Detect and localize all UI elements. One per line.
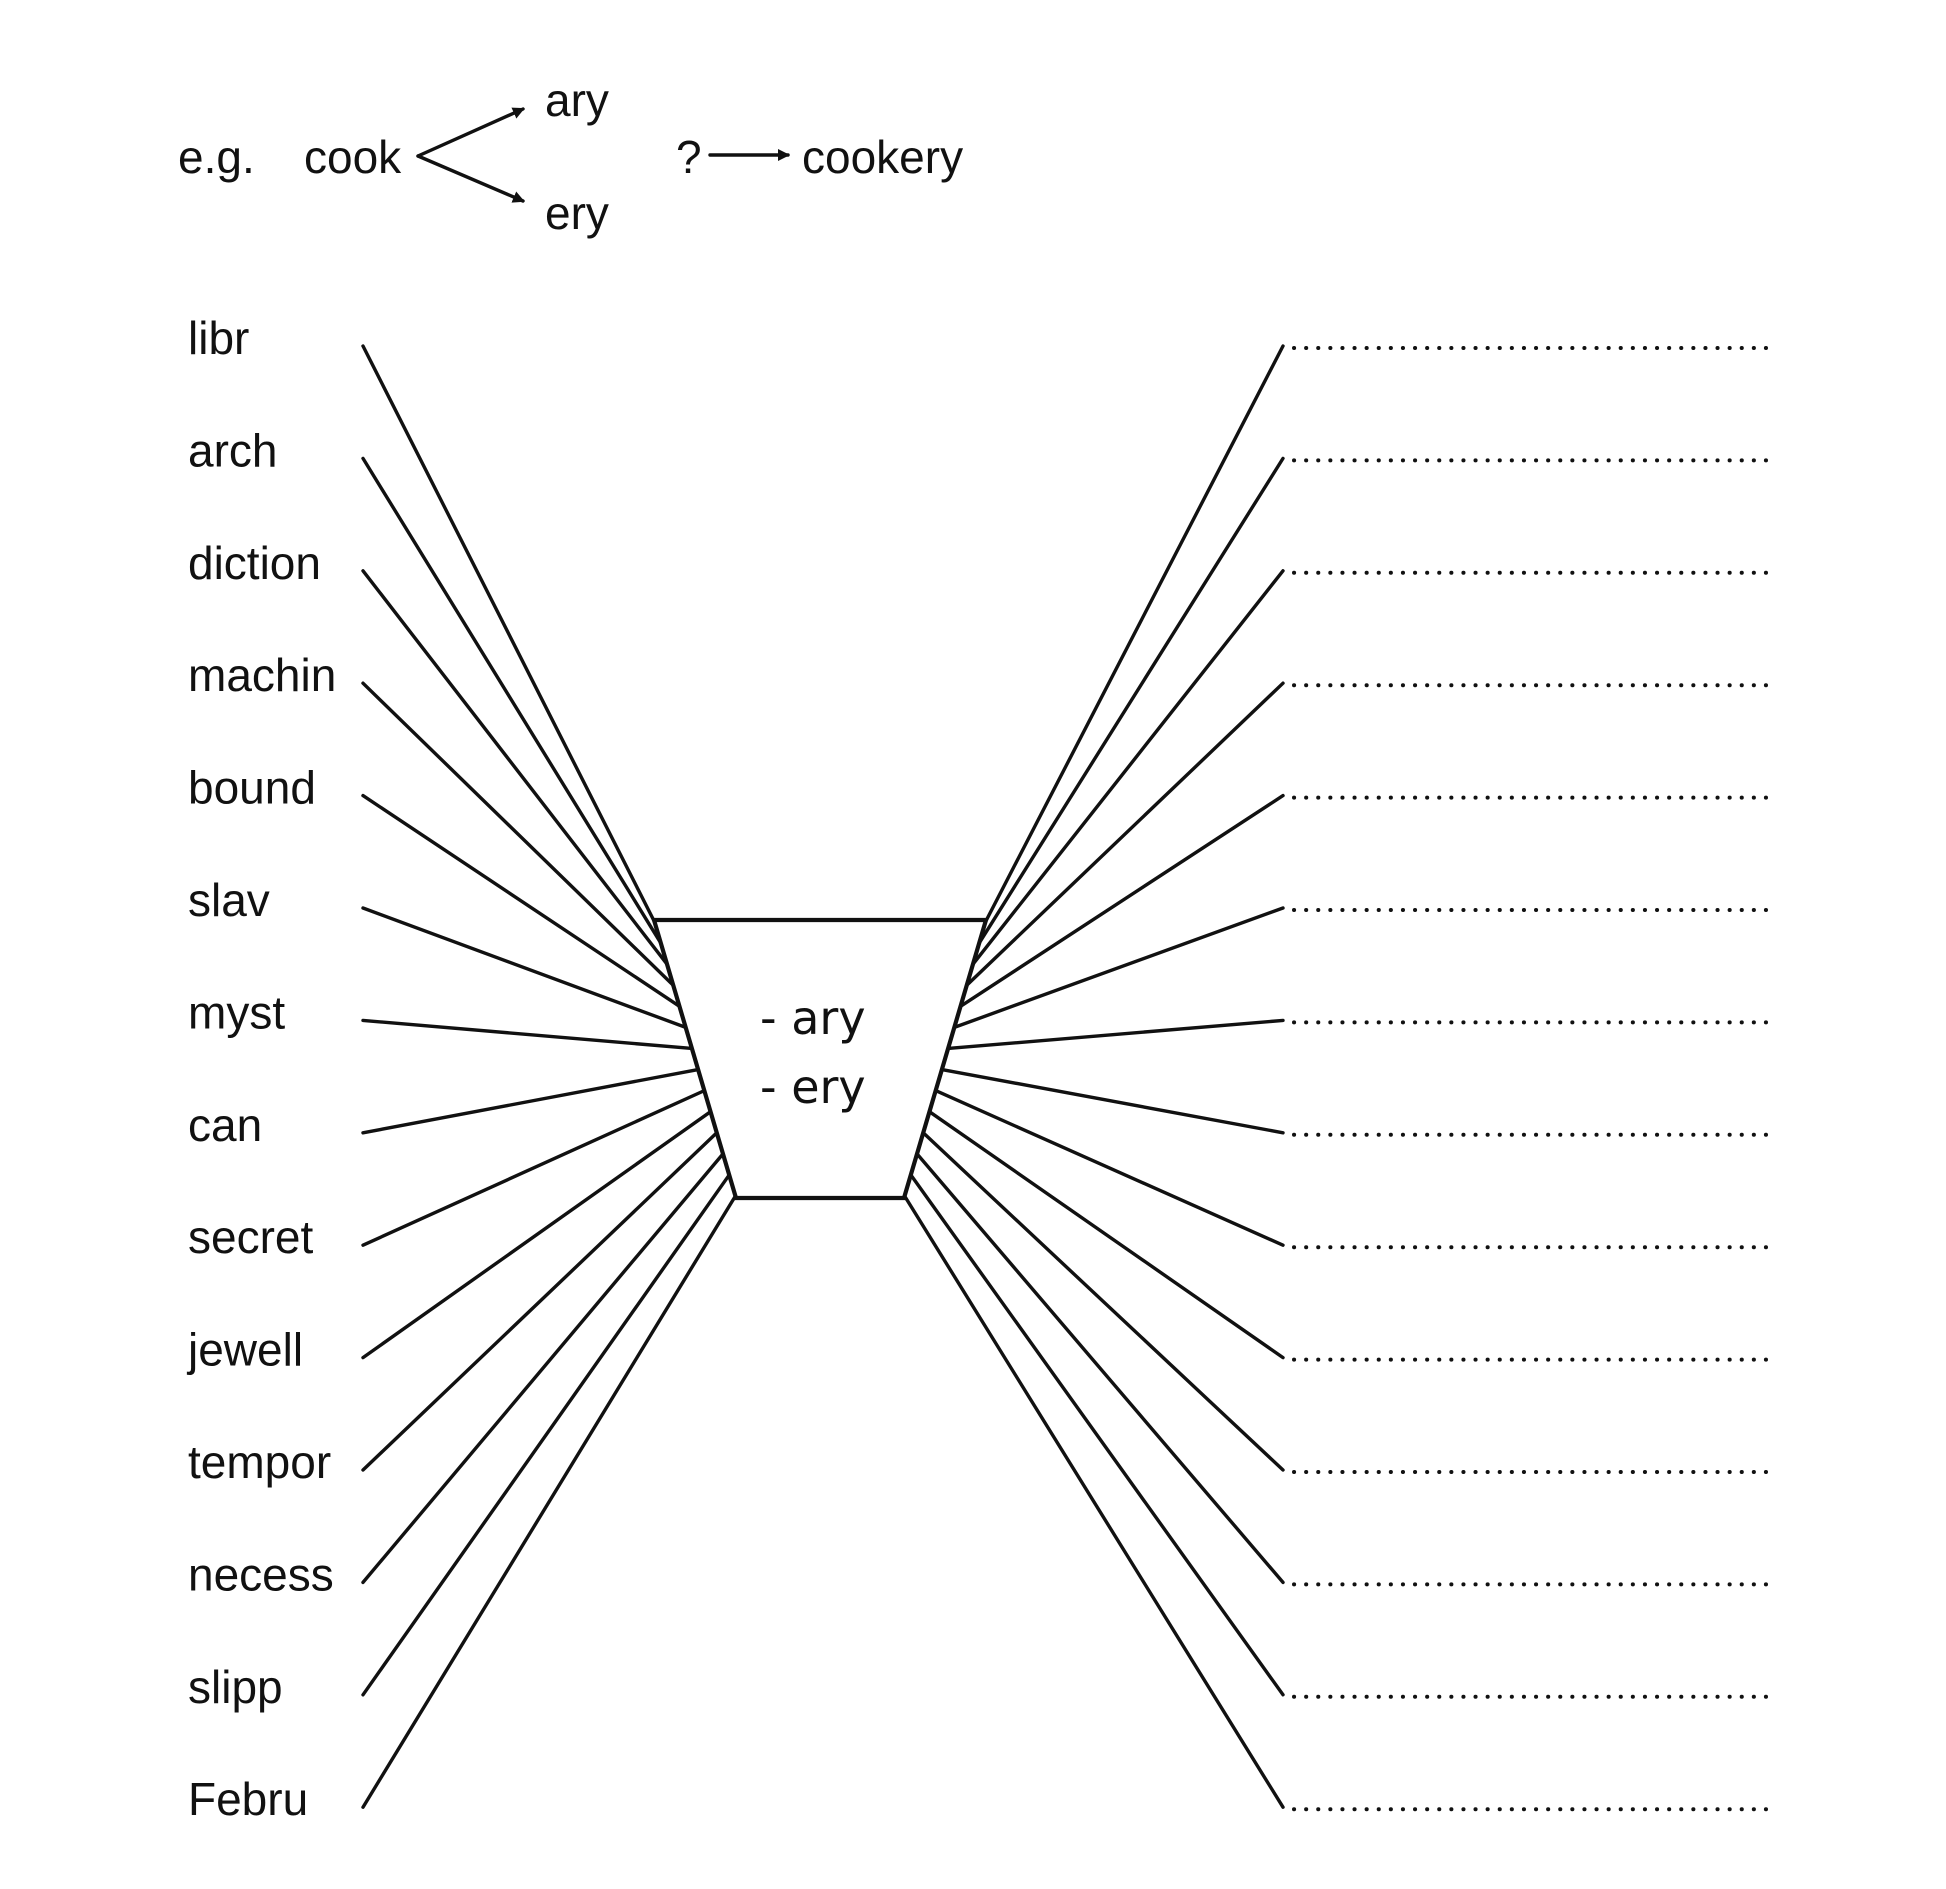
left-connector-line <box>361 681 675 987</box>
right-connector-line <box>933 1088 1285 1247</box>
stem-label: myst <box>188 986 285 1038</box>
left-connector-line <box>361 1194 738 1809</box>
box-suffix-ery: - ery <box>760 1060 866 1114</box>
left-connector-line <box>361 344 657 924</box>
example-lower-suffix: ery <box>545 187 609 239</box>
upper-branch-arrow <box>416 107 525 158</box>
left-connector-line <box>361 906 688 1030</box>
stem-label: necess <box>188 1548 334 1600</box>
stem-label: machin <box>188 649 336 701</box>
left-connector-lines <box>361 344 738 1809</box>
right-connector-line <box>927 1109 1285 1360</box>
right-connector-line <box>952 906 1285 1030</box>
left-connector-line <box>361 456 663 945</box>
left-connector-line <box>361 569 669 966</box>
example-question-mark: ? <box>676 131 702 183</box>
stem-label: diction <box>188 537 321 589</box>
left-connector-line <box>361 1109 713 1360</box>
left-connector-line <box>361 793 682 1009</box>
stem-label: can <box>188 1099 262 1151</box>
box-suffix-ary: - ary <box>760 991 866 1045</box>
right-connector-line <box>915 1152 1285 1585</box>
right-connector-line <box>965 681 1285 987</box>
right-connector-line <box>940 1067 1285 1135</box>
right-connector-line <box>983 344 1285 924</box>
stem-label: libr <box>188 312 249 364</box>
left-connector-line <box>361 1152 725 1585</box>
left-connector-line <box>361 1018 694 1051</box>
right-connector-line <box>958 793 1285 1009</box>
right-connector-line <box>921 1131 1285 1472</box>
stem-label: slav <box>188 874 270 926</box>
left-connector-line <box>361 1131 719 1472</box>
answer-blanks <box>1292 346 1780 1812</box>
stem-label: bound <box>188 762 316 814</box>
right-connector-line <box>946 1018 1285 1051</box>
suffix-box <box>651 917 989 1201</box>
right-connector-line <box>902 1194 1285 1809</box>
right-connector-line <box>977 456 1285 945</box>
left-connector-line <box>361 1173 731 1697</box>
example-lead: e.g. <box>178 131 255 183</box>
stem-label: slipp <box>188 1661 283 1713</box>
stem-list: libr arch diction machin bound slav myst can sec… <box>186 312 336 1825</box>
stem-label: Febru <box>188 1773 308 1825</box>
stem-label: secret <box>188 1211 313 1263</box>
left-connector-line <box>361 1088 707 1247</box>
example-result: cookery <box>802 131 963 183</box>
right-connector-line <box>909 1173 1285 1697</box>
right-connector-lines <box>902 344 1285 1809</box>
left-connector-line <box>361 1067 700 1135</box>
right-connector-line <box>971 569 1285 966</box>
stem-label: jewell <box>186 1324 303 1376</box>
lower-branch-arrow <box>416 154 525 203</box>
stem-label: arch <box>188 424 277 476</box>
example-upper-suffix: ary <box>545 74 609 126</box>
example-stem: cook <box>304 131 402 183</box>
stem-label: tempor <box>188 1436 331 1488</box>
example-row: e.g. cook ary ery ? cookery <box>178 74 963 239</box>
